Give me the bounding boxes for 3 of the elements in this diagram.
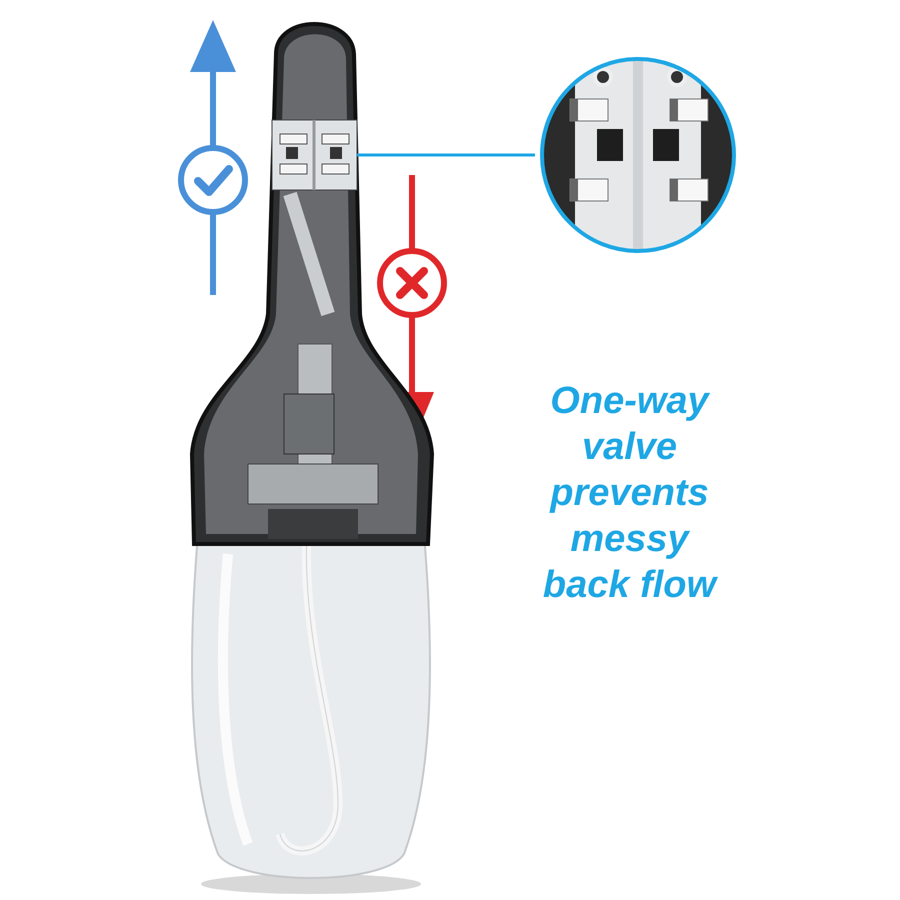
callout-text: One-way valve prevents messy back flow: [542, 379, 719, 608]
valve-drawing: [272, 120, 357, 190]
leader-line: [357, 154, 535, 156]
